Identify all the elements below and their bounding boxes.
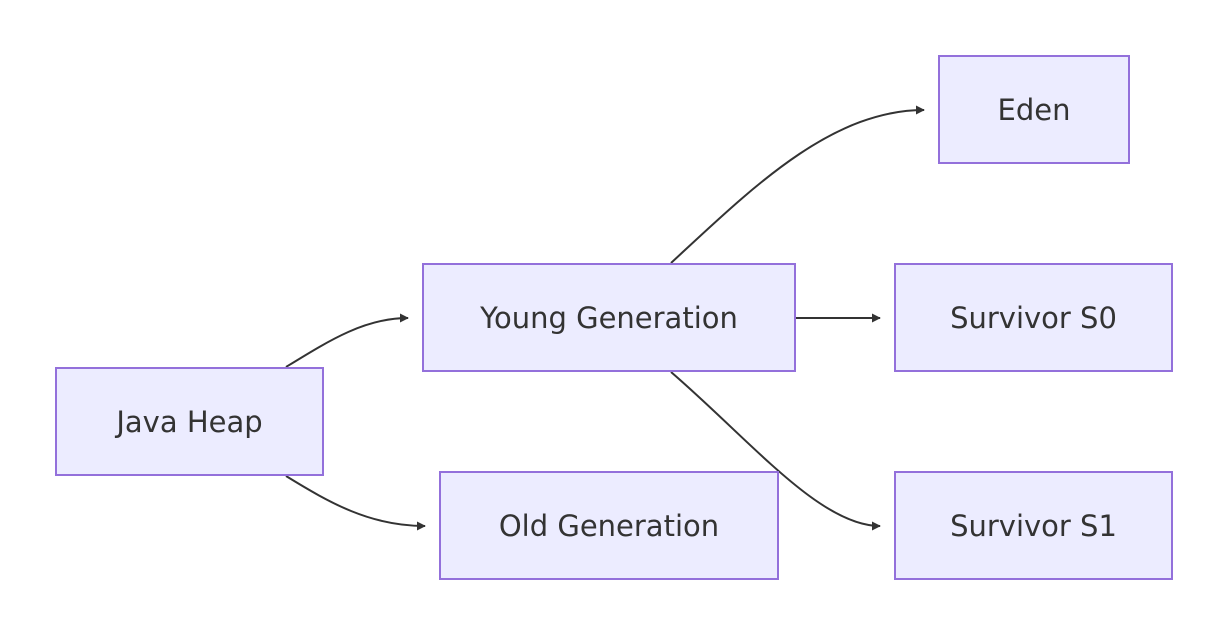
node-young-generation: Young Generation bbox=[422, 263, 796, 372]
edge-java-heap-to-young-generation bbox=[285, 313, 409, 368]
edge-young-generation-to-eden bbox=[670, 105, 925, 264]
node-old-generation-label: Old Generation bbox=[498, 508, 720, 543]
node-eden-label: Eden bbox=[997, 92, 1071, 127]
node-survivor-s1: Survivor S1 bbox=[894, 471, 1173, 580]
node-survivor-s0-label: Survivor S0 bbox=[950, 300, 1117, 335]
node-java-heap: Java Heap bbox=[55, 367, 324, 476]
edge-young-generation-to-survivor-s1 bbox=[670, 371, 881, 531]
edge-java-heap-to-old-generation bbox=[285, 475, 426, 531]
node-java-heap-label: Java Heap bbox=[116, 404, 263, 439]
node-survivor-s0: Survivor S0 bbox=[894, 263, 1173, 372]
node-young-generation-label: Young Generation bbox=[480, 300, 738, 335]
node-eden: Eden bbox=[938, 55, 1130, 164]
node-survivor-s1-label: Survivor S1 bbox=[950, 508, 1117, 543]
node-old-generation: Old Generation bbox=[439, 471, 779, 580]
